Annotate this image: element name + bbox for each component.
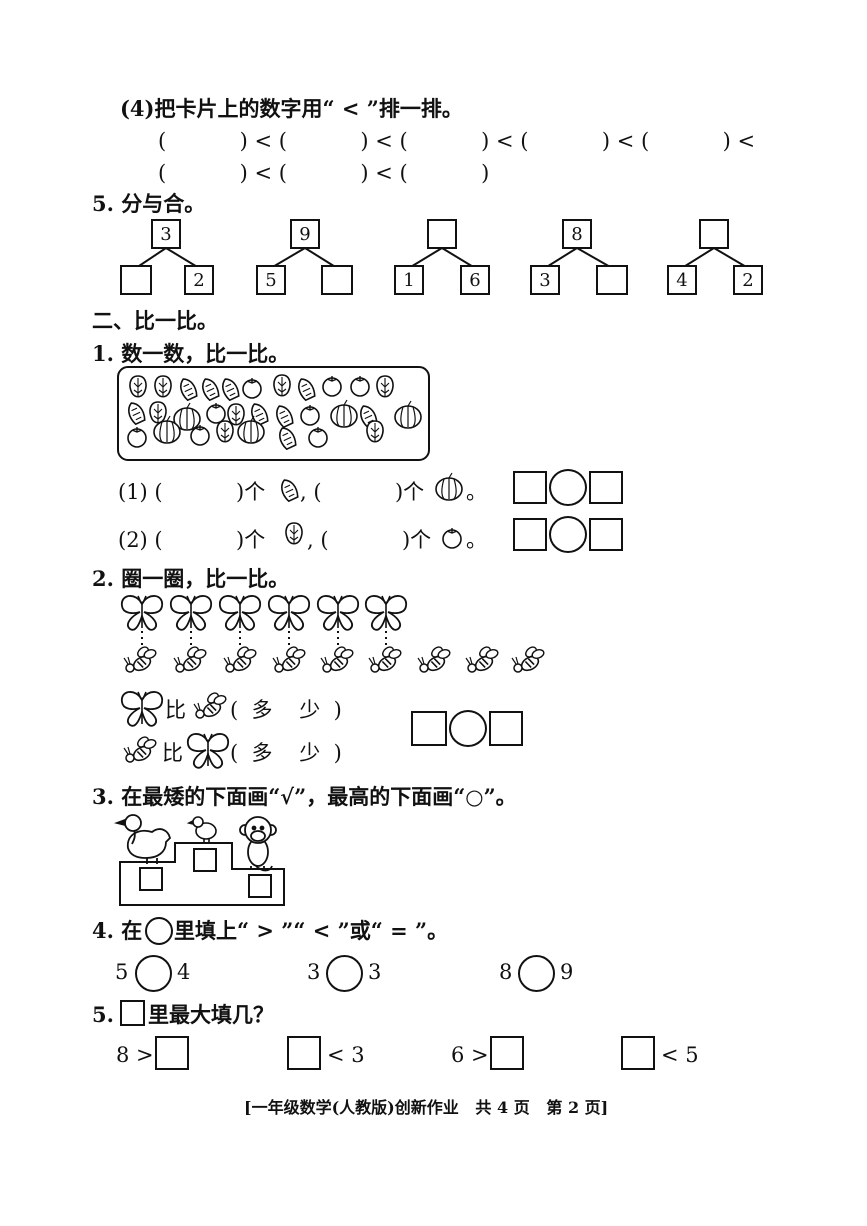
compare-b-right: 3 — [368, 960, 382, 984]
tree3-right-box: 6 — [460, 265, 490, 295]
max-fill-title-b: 里最大填几？ — [148, 1002, 274, 1027]
chick-icon — [186, 816, 217, 843]
max-d-after: < 5 — [661, 1043, 699, 1067]
max-c-box[interactable] — [490, 1036, 524, 1070]
tree4-top-box: 8 — [562, 219, 592, 249]
shortest-tallest-title: 3. 在最矮的下面画“√”，最高的下面画“○”。 — [92, 784, 517, 809]
compare-c-circle[interactable] — [518, 955, 555, 992]
compare2-left-box[interactable] — [513, 518, 547, 551]
compare2-circle[interactable] — [549, 516, 587, 553]
compare3-right-box[interactable] — [489, 711, 523, 746]
tree1-left-box[interactable] — [120, 265, 152, 295]
circle-symbol-icon — [145, 917, 173, 945]
tree5-right-box: 2 — [733, 265, 763, 295]
compare1-circle[interactable] — [549, 469, 587, 506]
compare3-left-box[interactable] — [411, 711, 447, 746]
split-combine-title: 5. 分与合。 — [92, 191, 206, 216]
tree2-top-box: 9 — [290, 219, 320, 249]
page-footer: [一年级数学(人教版)创新作业 共 4 页 第 2 页] — [244, 1098, 609, 1117]
fill-symbols-title-a: 4. 在 — [92, 918, 143, 943]
more-less-choice-2[interactable]: ( 多 少 ) — [230, 741, 342, 765]
compare2-right-box[interactable] — [589, 518, 623, 551]
count-line-2-a[interactable]: (2) ( )个 — [118, 528, 266, 552]
max-d-box[interactable] — [621, 1036, 655, 1070]
compare-a-right: 4 — [177, 960, 191, 984]
tree5-left-box: 4 — [667, 265, 697, 295]
tree1-right-box: 2 — [184, 265, 214, 295]
tree2-right-box[interactable] — [321, 265, 353, 295]
max-fill-title-a: 5. — [92, 1002, 114, 1027]
tree1-top-box: 3 — [151, 219, 181, 249]
max-b-box[interactable] — [287, 1036, 321, 1070]
chick-answer-box[interactable] — [193, 848, 217, 872]
square-symbol-icon — [120, 1000, 145, 1026]
max-c-before: 6 > — [451, 1043, 489, 1067]
bi-label-2: 比 — [162, 741, 183, 765]
max-a-before: 8 > — [116, 1043, 154, 1067]
compare-c-left: 8 — [499, 960, 513, 984]
count-line-1-a[interactable]: (1) ( )个 — [118, 480, 266, 504]
count-compare-title: 1. 数一数，比一比。 — [92, 341, 290, 366]
count-line-2-c: 。 — [466, 528, 487, 552]
max-a-box[interactable] — [155, 1036, 189, 1070]
max-b-after: < 3 — [327, 1043, 365, 1067]
tree4-right-box[interactable] — [596, 265, 628, 295]
tree4-left-box: 3 — [530, 265, 560, 295]
duck-answer-box[interactable] — [139, 867, 163, 891]
monkey-answer-box[interactable] — [248, 874, 272, 898]
count-line-2-b[interactable]: , ( )个 — [307, 528, 432, 552]
duck-icon — [113, 814, 171, 864]
bi-label-1: 比 — [165, 698, 186, 722]
compare-c-right: 9 — [560, 960, 574, 984]
tree2-left-box: 5 — [256, 265, 286, 295]
part2-title: 二、比一比。 — [92, 308, 218, 333]
compare1-left-box[interactable] — [513, 471, 547, 504]
q4-title: (4)把卡片上的数字用“ < ”排一排。 — [120, 96, 463, 121]
tree3-top-box[interactable] — [427, 219, 457, 249]
q4-answer-row-2[interactable]: ( ) < ( ) < ( ) — [158, 161, 490, 185]
count-line-1-c: 。 — [466, 480, 487, 504]
compare-a-left: 5 — [115, 960, 129, 984]
circle-compare-title: 2. 圈一圈，比一比。 — [92, 566, 290, 591]
monkey-icon — [239, 816, 277, 872]
compare-b-left: 3 — [307, 960, 321, 984]
fill-symbols-title-b: 里填上“ > ”“ < ”或“ = ”。 — [174, 918, 449, 943]
compare1-right-box[interactable] — [589, 471, 623, 504]
compare-a-circle[interactable] — [135, 955, 172, 992]
more-less-choice-1[interactable]: ( 多 少 ) — [230, 698, 342, 722]
q4-answer-row-1[interactable]: ( ) < ( ) < ( ) < ( ) < ( ) < — [158, 129, 756, 153]
compare3-circle[interactable] — [449, 710, 487, 747]
count-line-1-b[interactable]: , ( )个 — [300, 480, 425, 504]
tree5-top-box[interactable] — [699, 219, 729, 249]
compare-b-circle[interactable] — [326, 955, 363, 992]
tree3-left-box: 1 — [394, 265, 424, 295]
